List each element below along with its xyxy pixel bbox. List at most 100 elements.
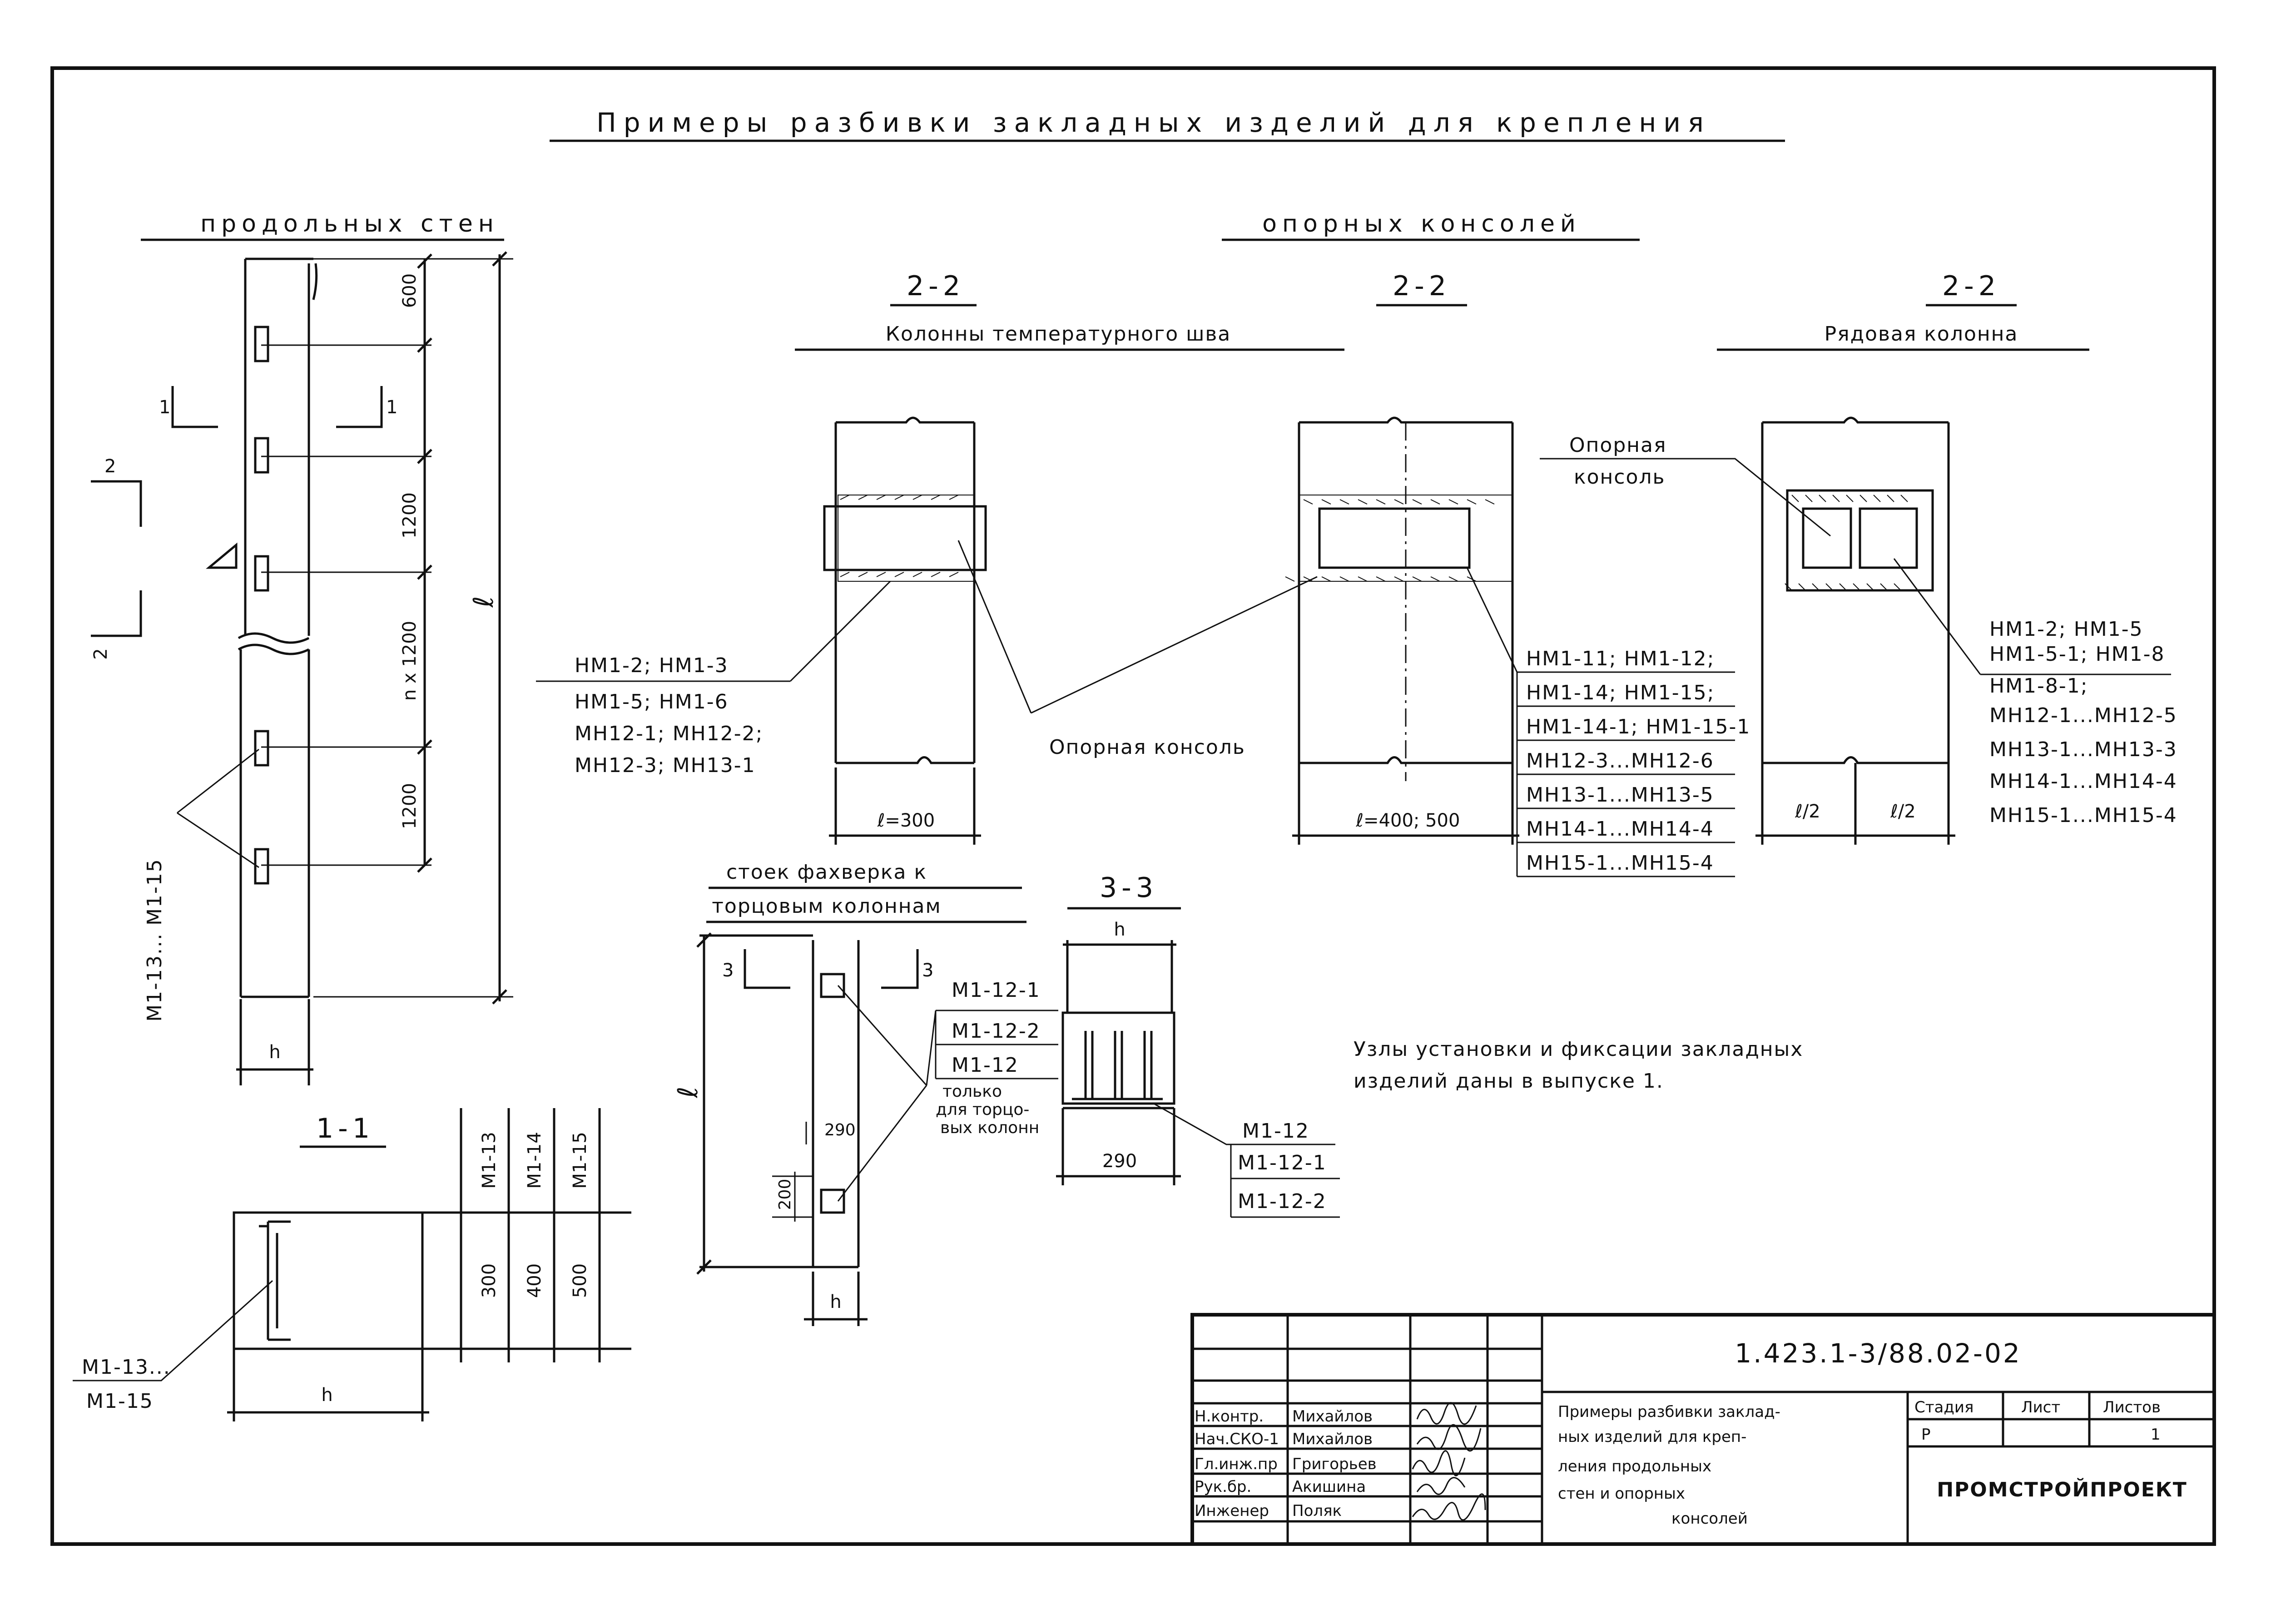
section-1-table-header-2: М1-14	[524, 1132, 545, 1188]
embedded-plate-2	[254, 437, 269, 474]
section-3-body	[1061, 1011, 1175, 1105]
posts-item-2: М1-12-2	[952, 1020, 1041, 1043]
embedded-plate-5	[254, 848, 269, 885]
title-block-role-4: Рук.бр.	[1195, 1478, 1251, 1496]
section-1-width-label: h	[321, 1385, 332, 1406]
section-c-half-1: ℓ/2	[1795, 801, 1820, 822]
section-1-width-dim	[227, 1349, 429, 1421]
section-c-mark: 2-2	[1942, 270, 2000, 302]
section-3-bottom-dim	[1056, 1108, 1181, 1185]
section-b-item-4: МН12-3...МН12-6	[1526, 749, 1714, 772]
title-block-sheets: 1	[2151, 1426, 2161, 1444]
section-a-item-2: НМ1-5; НМ1-6	[575, 690, 729, 713]
section-c-leader	[1893, 558, 1981, 675]
wall-total-dimension	[492, 251, 507, 1005]
wall-elements-leader	[177, 748, 259, 868]
title-block-code: 1.423.1-3/88.02-02	[1735, 1338, 2022, 1369]
section-1-label-right: 1	[386, 397, 397, 418]
section-b-mark: 2-2	[1393, 270, 1451, 302]
posts-section-marker-right	[881, 949, 919, 989]
section-a-name: Колонны температурного шва	[886, 322, 1231, 346]
wall-extension-lines	[261, 258, 513, 998]
section-c-console-leader	[1540, 458, 1831, 537]
title-block-sheet-label: Лист	[2021, 1398, 2060, 1416]
posts-note-1: только	[942, 1082, 1002, 1101]
section-3-leader	[1153, 1103, 1335, 1145]
signature-2	[1416, 1424, 1482, 1452]
section-1-table-value-3: 500	[570, 1263, 590, 1298]
section-1-table-header-3: М1-15	[570, 1132, 590, 1188]
section-1-marker-left	[171, 386, 218, 428]
section-c: 2-2 Рядовая колонна Опорная консоль ℓ/2 …	[1540, 270, 2177, 845]
posts-note-2: для торцо-	[936, 1100, 1029, 1119]
title-block-name-4: Акишина	[1292, 1478, 1366, 1496]
wall-width-dim	[236, 999, 313, 1085]
section-c-console-inner-2	[1859, 507, 1918, 569]
section-b-console	[1318, 507, 1471, 569]
posts-length-label: ℓ	[672, 1082, 704, 1099]
section-1-table-value-1: 300	[479, 1263, 500, 1298]
posts-leader	[837, 985, 937, 1202]
wall-dim-total: ℓ	[468, 592, 500, 608]
section-c-item-5: МН13-1...МН13-3	[1989, 738, 2177, 761]
wall-bracket	[206, 542, 238, 569]
section-a-hatch-marks	[840, 495, 959, 577]
wall-dim-n1200: n x 1200	[399, 621, 420, 701]
section-3-dim: 290	[1102, 1151, 1137, 1172]
title-block-role-1: Н.контр.	[1195, 1407, 1264, 1426]
section-1-view: 1-1 М1-13... М1-15 h М1-13 М1-14 М1-15 3…	[73, 1108, 631, 1421]
section-c-item-3: НМ1-8-1;	[1989, 674, 2088, 698]
posts-width-label: h	[830, 1292, 841, 1312]
section-3-top-dim	[1063, 940, 1176, 1013]
section-c-name: Рядовая колонна	[1825, 322, 2018, 346]
posts-item-1: М1-12-1	[952, 979, 1041, 1002]
posts-note-3: вых колонн	[940, 1119, 1039, 1137]
signature-5	[1412, 1493, 1486, 1521]
section-1-elements-2: М1-15	[86, 1390, 154, 1413]
posts-view: стоек фахверка к торцовым колоннам 3 3 ℓ…	[672, 861, 1058, 1326]
posts-section-marker-left	[744, 949, 790, 989]
wall-column-top	[244, 257, 318, 636]
section-c-item-1: НМ1-2; НМ1-5	[1989, 618, 2143, 641]
title-block-sheet-title-5: консолей	[1671, 1510, 1748, 1528]
section-2-marker-top	[91, 480, 142, 527]
section-b-item-5: МН13-1...МН13-5	[1526, 783, 1714, 807]
section-3-item-1: М1-12	[1242, 1119, 1309, 1143]
section-1-table-grid	[422, 1108, 631, 1362]
section-1-leader	[73, 1280, 273, 1381]
section-a-item-1: НМ1-2; НМ1-3	[575, 654, 729, 677]
section-b-console-outer	[1299, 495, 1513, 582]
posts-dim-200-line	[772, 1172, 813, 1222]
title-block-name-3: Григорьев	[1292, 1455, 1377, 1473]
section-a-item-3: МН12-1; МН12-2;	[575, 722, 763, 745]
embedded-plate-3	[254, 555, 269, 592]
title-block-role-2: Нач.СКО-1	[1195, 1430, 1279, 1448]
console-label: Опорная консоль	[1049, 736, 1245, 759]
title-block-organization: ПРОМСТРОЙПРОЕКТ	[1937, 1477, 2187, 1501]
wall-dimension-chain	[417, 253, 432, 873]
section-b-column	[1298, 416, 1514, 845]
section-1-label-left: 1	[159, 397, 170, 418]
title-block-frame	[1190, 1313, 2216, 1546]
wall-dim-1200-a: 1200	[399, 492, 420, 539]
wall-dim-600: 600	[399, 273, 420, 308]
section-c-half-2: ℓ/2	[1890, 801, 1915, 822]
section-c-item-2: НМ1-5-1; НМ1-8	[1989, 643, 2165, 666]
section-1-body	[233, 1211, 424, 1350]
section-3-view: 3-3 h 290 М1-12 М1-12-1 М1-12-2	[1056, 872, 1340, 1218]
section-3-anchors	[1063, 1031, 1174, 1109]
section-1-mark: 1-1	[316, 1113, 374, 1144]
section-a-console-hatch	[838, 495, 975, 582]
section-b-hatch-marks	[1285, 499, 1495, 582]
title-block-stage-label: Стадия	[1914, 1398, 1973, 1416]
section-2-label-bottom: 2	[90, 648, 111, 659]
title-block-sheets-label: Листов	[2103, 1398, 2161, 1416]
title-block-stage: Р	[1921, 1426, 1931, 1444]
section-a-width: ℓ=300	[877, 810, 935, 831]
note-line-1: Узлы установки и фиксации закладных	[1354, 1038, 1803, 1061]
title-block-role-3: Гл.инж.пр	[1195, 1455, 1278, 1473]
section-b-width: ℓ=400; 500	[1356, 810, 1460, 831]
posts-heading-2: торцовым колоннам	[712, 895, 941, 918]
title-block-sheet-title-3: ления продольных	[1558, 1457, 1711, 1475]
